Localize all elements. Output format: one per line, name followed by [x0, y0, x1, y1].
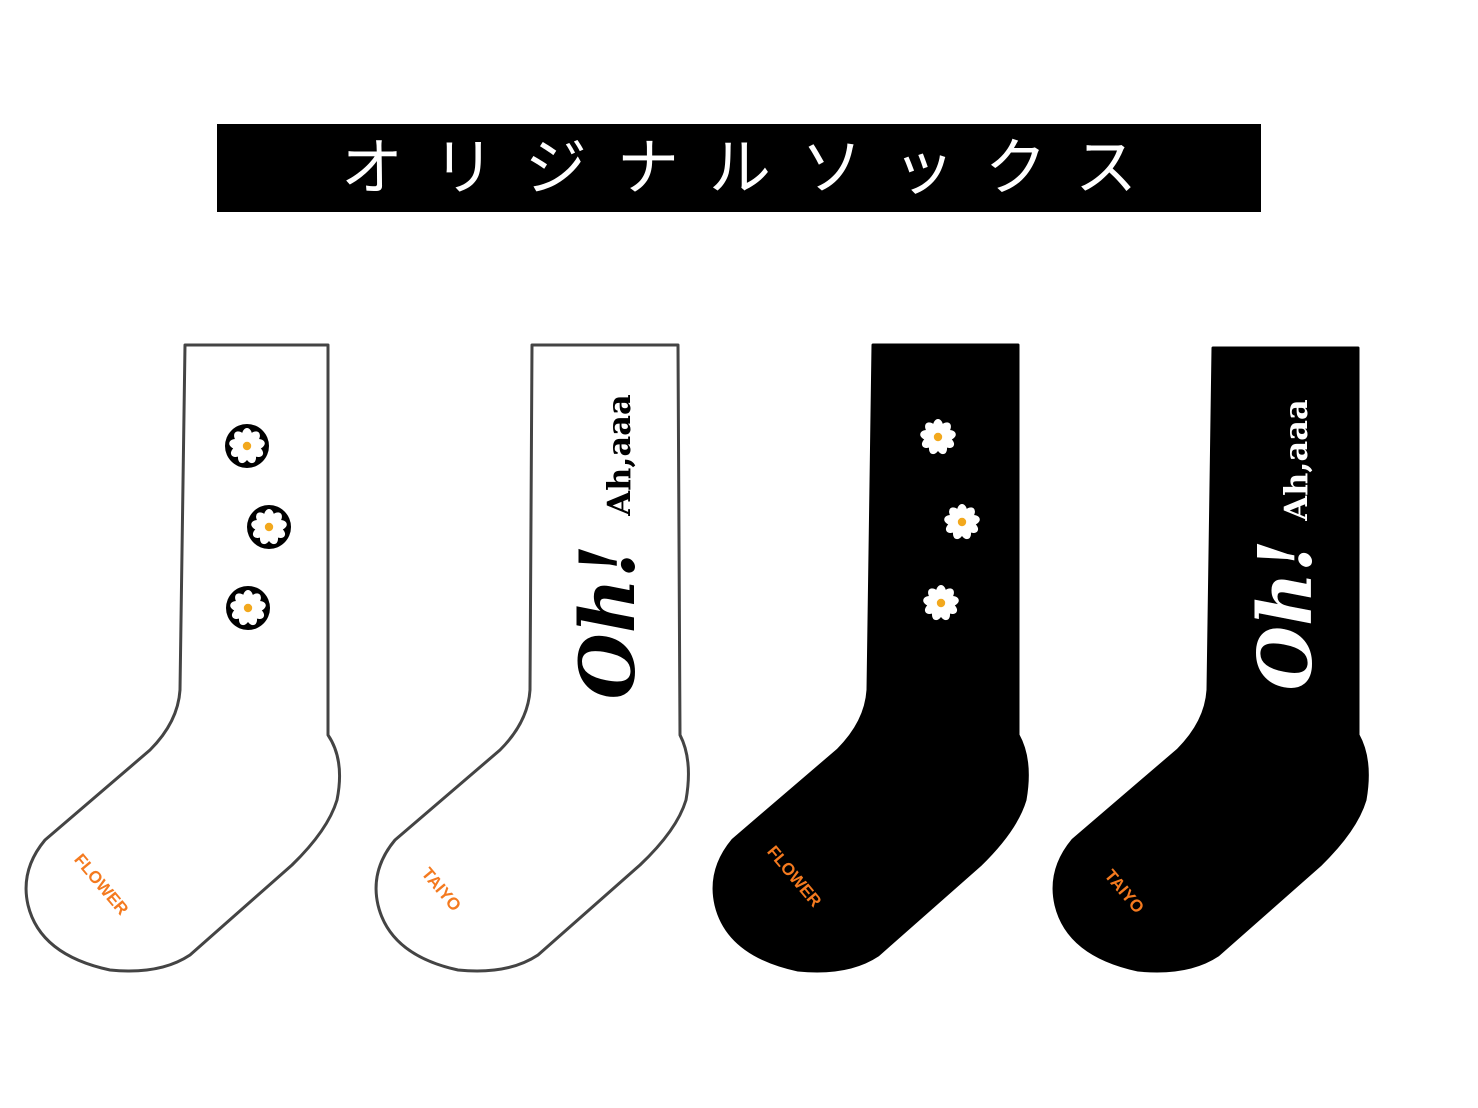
flower-icon — [247, 505, 291, 549]
page-title: オリジナルソックス — [340, 131, 1168, 204]
sock-outline — [374, 343, 690, 973]
sock-white-flower: FLOWER — [24, 343, 342, 973]
sock-sub-text: Ah,aaa — [1277, 399, 1315, 521]
flower-icon — [916, 415, 960, 459]
title-banner: オリジナルソックス — [217, 124, 1261, 212]
sock-sub-text: Ah,aaa — [600, 394, 638, 516]
sock-outline — [712, 343, 1029, 973]
flower-icon — [919, 581, 963, 625]
flower-icon — [940, 500, 984, 544]
flower-icon — [226, 586, 270, 630]
sock-outline — [24, 343, 342, 973]
sock-main-text: Oh! — [563, 545, 652, 700]
flower-icon — [225, 424, 269, 468]
sock-white-text: Oh! Ah,aaa TAIYO — [374, 343, 690, 973]
sock-outline — [1052, 346, 1369, 973]
sock-black-text: Oh! Ah,aaa TAIYO — [1052, 346, 1369, 973]
sock-main-text: Oh! — [1243, 540, 1329, 691]
sock-black-flower: FLOWER — [712, 343, 1029, 973]
